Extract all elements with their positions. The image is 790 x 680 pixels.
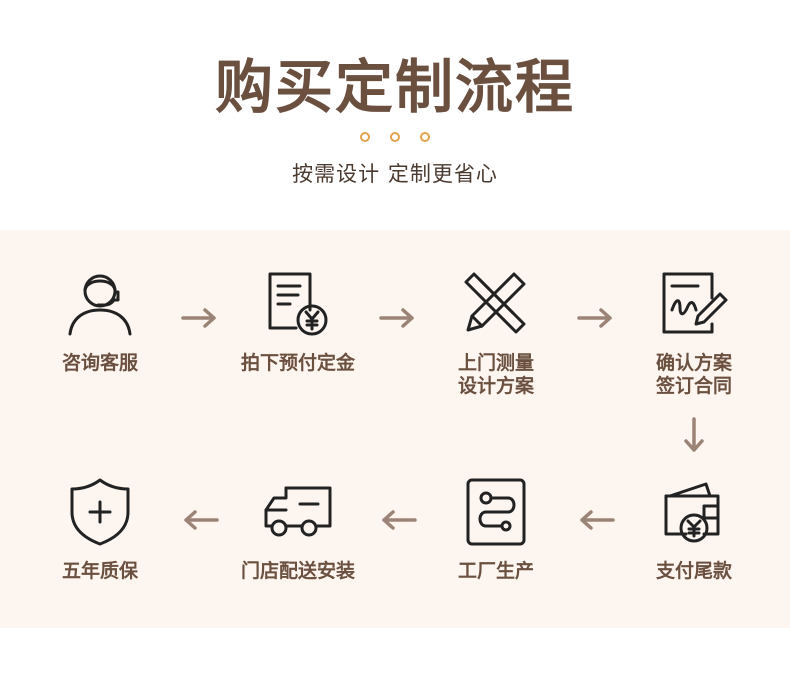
arrow-down-icon <box>684 417 704 452</box>
step-label: 支付尾款 <box>655 560 732 582</box>
dot-icon <box>360 132 370 142</box>
step-label: 拍下预付定金 <box>240 352 355 374</box>
arrow-right-icon <box>379 308 414 328</box>
warranty-shield-icon <box>70 478 130 546</box>
step-label: 咨询客服 <box>61 352 138 374</box>
delivery-truck-icon <box>264 486 332 537</box>
deposit-document-icon <box>268 272 328 336</box>
step-delivery-install: 门店配送安装 <box>213 476 383 583</box>
process-panel: 咨询客服 拍下预付定金 上门测量 设计方案 <box>0 230 790 628</box>
step-label: 工厂生产 <box>457 560 534 582</box>
arrow-right-icon <box>181 308 216 328</box>
step-label: 门店配送安装 <box>240 560 355 582</box>
dot-icon <box>420 132 430 142</box>
step-label: 五年质保 <box>61 560 138 582</box>
wallet-icon <box>664 482 720 543</box>
step-label: 确认方案 签订合同 <box>655 352 732 397</box>
production-icon <box>466 478 526 546</box>
arrow-left-icon <box>382 510 417 530</box>
step-label: 上门测量 设计方案 <box>457 352 534 397</box>
arrow-right-icon <box>577 308 612 328</box>
step-contract: 确认方案 签订合同 <box>609 268 779 398</box>
step-warranty: 五年质保 <box>15 476 185 583</box>
signed-contract-icon <box>662 272 728 334</box>
arrow-left-icon <box>580 510 615 530</box>
page-subtitle: 按需设计 定制更省心 <box>292 162 498 186</box>
customer-service-icon <box>68 274 132 336</box>
arrow-left-icon <box>184 510 219 530</box>
title-dots-divider <box>0 132 790 142</box>
ruler-pencil-icon <box>464 272 526 334</box>
dot-icon <box>390 132 400 142</box>
step-factory-production: 工厂生产 <box>411 476 581 583</box>
step-final-payment: 支付尾款 <box>609 476 779 583</box>
step-customer-service: 咨询客服 <box>15 268 185 375</box>
step-measure-design: 上门测量 设计方案 <box>411 268 581 398</box>
page-title: 购买定制流程 <box>214 53 575 121</box>
step-deposit: 拍下预付定金 <box>213 268 383 375</box>
